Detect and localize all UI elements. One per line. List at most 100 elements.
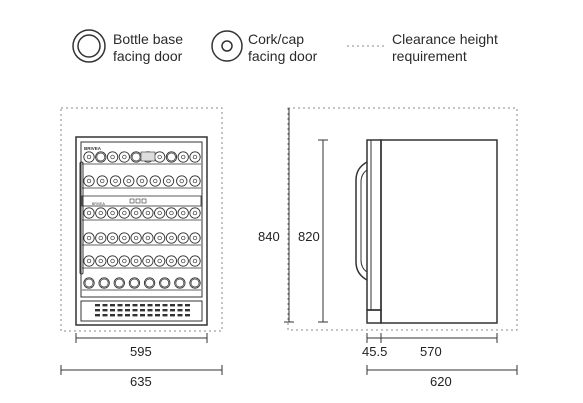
bottle-cork — [118, 232, 130, 244]
control-button — [129, 198, 135, 204]
dim-595-line — [75, 333, 208, 343]
dim-820-line — [318, 139, 328, 323]
legend-base-label: Bottle base facing door — [113, 31, 184, 64]
grille-slot — [132, 309, 138, 312]
bottle-cork — [189, 207, 201, 219]
bottle-base — [128, 277, 141, 289]
front-cabinet — [75, 136, 208, 326]
dim-635-line — [60, 365, 223, 375]
bottle-cork — [130, 232, 142, 244]
grille-slot — [102, 309, 108, 312]
grille-slot — [140, 309, 145, 312]
grille-slot — [155, 304, 160, 307]
bottle-cork — [130, 255, 142, 267]
bottle-cork — [95, 255, 107, 267]
dim-depth-line — [366, 333, 498, 343]
bottle-cork — [177, 151, 189, 163]
bottle-cork — [154, 151, 166, 163]
dim-620-line — [366, 365, 518, 375]
bottle-cork — [154, 255, 166, 267]
side-handle — [355, 161, 368, 281]
bottle-cork — [95, 232, 107, 244]
bottle-cork — [109, 175, 122, 187]
bottle-cork — [162, 175, 175, 187]
grille-slot — [177, 314, 183, 317]
bottle-base — [174, 277, 186, 289]
bottle-cork — [123, 175, 135, 187]
grille-slot — [170, 304, 175, 307]
bottle-cork — [165, 232, 178, 244]
dim-635-label: 635 — [130, 374, 152, 389]
grille-slot — [102, 314, 108, 317]
bottle-cork — [83, 255, 95, 267]
bottle-base — [98, 277, 110, 289]
grille-slot — [95, 314, 100, 317]
grille-slot — [132, 304, 138, 307]
grille-slot — [147, 309, 153, 312]
grille-slot — [132, 314, 138, 317]
grille-slot — [147, 304, 153, 307]
bottle-cork — [177, 255, 189, 267]
grille-slot — [162, 304, 168, 307]
bottle-cork — [130, 207, 142, 219]
control-panel-brand: BRIVEA — [92, 202, 106, 206]
bottle-base — [130, 151, 142, 163]
grille-slot — [125, 314, 130, 317]
bottle-cork — [142, 232, 154, 244]
dim-570-label: 570 — [420, 344, 442, 359]
grille-slot — [117, 309, 123, 312]
bottle-cork — [136, 175, 148, 187]
grille-slot — [170, 314, 175, 317]
bottle-cork — [106, 232, 119, 244]
side-kickplate — [366, 309, 382, 324]
bottle-cork — [142, 207, 154, 219]
bottle-cork — [142, 255, 154, 267]
side-clearance-outline — [287, 107, 518, 331]
grille-slot — [95, 304, 100, 307]
grille-slot — [110, 304, 115, 307]
grille-slot — [140, 314, 145, 317]
bottle-cork — [106, 207, 119, 219]
legend-clearance-label: Clearance height requirement — [392, 31, 498, 64]
dim-door-label: 45.5 — [362, 344, 388, 359]
grille-slot — [162, 309, 168, 312]
grille-slot — [162, 314, 168, 317]
bottle-cork — [106, 255, 119, 267]
grille-slot — [155, 309, 160, 312]
bottle-cork — [189, 151, 201, 163]
bottle-base — [83, 277, 95, 289]
dim-620-label: 620 — [430, 374, 452, 389]
dim-840-label: 840 — [258, 229, 280, 244]
bottle-cork — [154, 232, 166, 244]
bottle-cork — [165, 255, 178, 267]
grille-slot — [185, 309, 190, 312]
bottle-cork — [118, 151, 130, 163]
grille-slot — [95, 309, 100, 312]
front-handle — [79, 161, 84, 275]
grille-slot — [170, 309, 175, 312]
grille-slot — [185, 304, 190, 307]
grille-slot — [110, 309, 115, 312]
bottle-cork — [149, 175, 161, 187]
grille-slot — [102, 304, 108, 307]
grille-slot — [125, 309, 130, 312]
control-button — [135, 198, 141, 204]
side-door — [366, 139, 382, 311]
bottle-base — [143, 277, 156, 289]
dim-840-line — [284, 108, 294, 323]
bottle-cork — [83, 175, 95, 187]
bottle-cork — [118, 207, 130, 219]
control-button — [141, 198, 147, 204]
bottle-base — [159, 277, 171, 289]
control-panel — [81, 195, 202, 207]
bottle-cork — [154, 207, 166, 219]
bottle-cork — [83, 232, 95, 244]
bottle-base — [113, 277, 125, 289]
display-panel — [140, 151, 156, 162]
bottle-cork — [177, 207, 189, 219]
grille-slot — [177, 304, 183, 307]
front-kickplate — [80, 300, 203, 322]
bottle-base — [189, 277, 201, 289]
grille-slot — [155, 314, 160, 317]
